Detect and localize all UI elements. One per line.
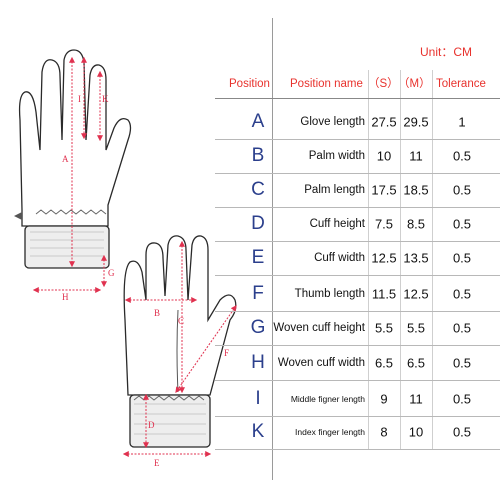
row-divider <box>215 275 500 276</box>
position-cell: K <box>251 421 265 442</box>
divider-name <box>368 70 369 450</box>
tolerance-cell: 0.5 <box>452 355 472 371</box>
tolerance-cell: 0.5 <box>452 216 472 232</box>
size-s-cell: 27.5 <box>371 114 397 130</box>
position-cell: D <box>251 213 265 234</box>
table-row: A Glove length 27.5 29.5 1 <box>0 105 500 139</box>
size-m-cell: 12.5 <box>403 286 429 302</box>
label-a: A <box>62 154 69 164</box>
position-cell: F <box>252 283 264 304</box>
table-row: G Woven cuff height 5.5 5.5 0.5 <box>0 311 500 345</box>
size-s-cell: 12.5 <box>371 250 397 266</box>
size-s-cell: 6.5 <box>374 355 394 371</box>
label-f: F <box>224 348 229 358</box>
size-m-cell: 13.5 <box>403 250 429 266</box>
label-g: G <box>108 268 115 278</box>
size-s-cell: 11.5 <box>371 286 397 302</box>
row-divider <box>215 416 500 417</box>
front-glove-cuff-ribs <box>30 231 104 257</box>
glove-measurement-illustration: A I K G H B C F D E <box>14 49 237 468</box>
size-m-cell: 29.5 <box>403 114 429 130</box>
position-cell: G <box>250 317 266 338</box>
measure-lines <box>32 56 237 457</box>
position-name-cell: Woven cuff height <box>273 322 365 334</box>
label-h: H <box>62 292 69 302</box>
unit-label: Unit：CM <box>420 45 473 59</box>
row-divider <box>215 139 500 140</box>
position-cell: A <box>251 111 265 132</box>
header-position: Position <box>229 78 270 90</box>
label-e: E <box>154 458 160 468</box>
size-s-cell: 8 <box>380 424 388 440</box>
tolerance-cell: 1 <box>458 114 466 130</box>
row-divider <box>215 173 500 174</box>
size-s-cell: 9 <box>380 391 388 407</box>
table-row: I Middle figner length 9 11 0.5 <box>0 382 500 416</box>
size-m-cell: 11 <box>409 148 423 164</box>
position-name-cell: Thumb length <box>294 288 365 300</box>
position-name-cell: Palm width <box>308 150 365 162</box>
size-m-cell: 18.5 <box>403 182 429 198</box>
table-row: E Cuff width 12.5 13.5 0.5 <box>0 241 500 275</box>
size-m-cell: 11 <box>409 391 423 407</box>
label-c: C <box>178 316 184 326</box>
position-cell: H <box>251 352 265 373</box>
tolerance-cell: 0.5 <box>452 286 472 302</box>
table-row: D Cuff height 7.5 8.5 0.5 <box>0 207 500 241</box>
position-name-cell: Middle figner length <box>290 394 365 404</box>
row-divider <box>215 380 500 381</box>
header-rule <box>215 98 500 99</box>
header-tolerance: Tolerance <box>436 78 486 90</box>
row-divider <box>215 207 500 208</box>
divider-s <box>400 70 401 450</box>
table-row: B Palm width 10 11 0.5 <box>0 139 500 173</box>
table-row: C Palm length 17.5 18.5 0.5 <box>0 173 500 207</box>
size-m-cell: 10 <box>408 424 424 440</box>
row-divider <box>215 311 500 312</box>
position-name-cell: Index finger length <box>295 427 365 437</box>
divider-left <box>272 18 273 480</box>
position-cell: C <box>251 179 265 200</box>
row-divider <box>215 449 500 450</box>
front-glove-zipper <box>14 212 22 220</box>
table-row: F Thumb length 11.5 12.5 0.5 <box>0 277 500 311</box>
tolerance-cell: 0.5 <box>452 391 472 407</box>
header-size-m: （M） <box>398 78 431 90</box>
header-position-name: Position name <box>290 78 363 90</box>
size-s-cell: 17.5 <box>371 182 397 198</box>
position-cell: I <box>255 388 261 409</box>
label-i: I <box>78 94 81 104</box>
tolerance-cell: 0.5 <box>452 182 472 198</box>
label-d: D <box>148 420 155 430</box>
position-name-cell: Cuff width <box>314 252 365 264</box>
tolerance-cell: 0.5 <box>452 424 472 440</box>
size-s-cell: 10 <box>376 148 392 164</box>
tolerance-cell: 0.5 <box>452 250 472 266</box>
label-b: B <box>154 308 160 318</box>
tolerance-cell: 0.5 <box>452 320 472 336</box>
size-s-cell: 7.5 <box>374 216 394 232</box>
position-name-cell: Glove length <box>300 116 365 128</box>
row-divider <box>215 345 500 346</box>
position-name-cell: Palm length <box>304 184 365 196</box>
row-divider <box>215 241 500 242</box>
table-row: K Index finger length 8 10 0.5 <box>0 415 500 449</box>
position-cell: E <box>251 247 265 268</box>
front-glove-cuff <box>24 225 110 269</box>
size-m-cell: 8.5 <box>406 216 426 232</box>
size-s-cell: 5.5 <box>374 320 394 336</box>
size-m-cell: 5.5 <box>406 320 426 336</box>
position-cell: B <box>251 145 265 166</box>
header-size-s: （S） <box>368 78 399 90</box>
position-name-cell: Cuff height <box>309 218 365 230</box>
position-name-cell: Woven cuff width <box>277 357 365 369</box>
table-row: H Woven cuff width 6.5 6.5 0.5 <box>0 346 500 380</box>
tolerance-cell: 0.5 <box>452 148 472 164</box>
label-k: K <box>102 94 109 104</box>
divider-m <box>432 70 433 450</box>
size-m-cell: 6.5 <box>406 355 426 371</box>
